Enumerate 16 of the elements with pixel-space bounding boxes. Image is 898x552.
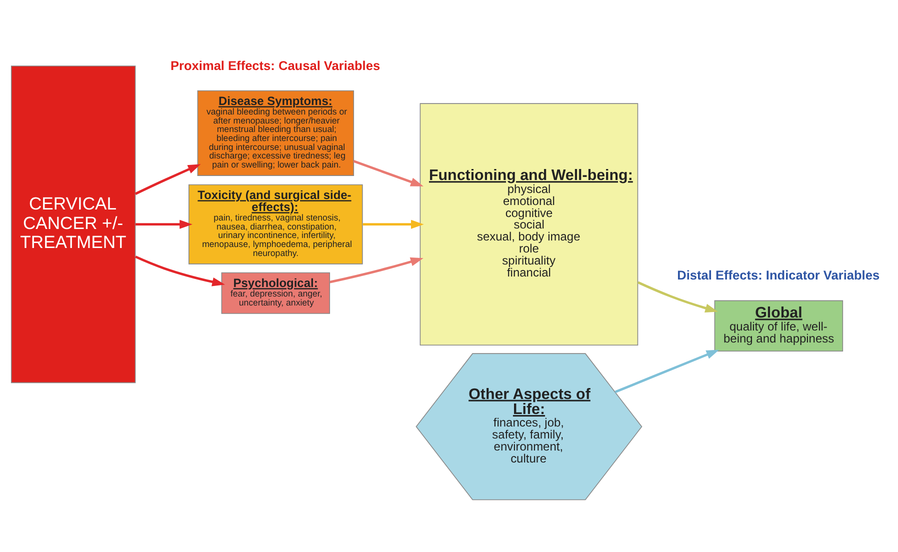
arrow — [135, 219, 192, 228]
node-box: CERVICAL CANCER +/- TREATMENT — [10, 65, 136, 383]
arrow — [134, 164, 201, 194]
arrow — [362, 219, 424, 228]
node-box: Functioning and Well-being: physical emotional cognitive social sexual, body image role spirituality financial — [420, 102, 638, 345]
node-box: Toxicity (and surgical side-effects): pain, tiredness, vaginal stenosis, nausea, diarrhea, constipation, urinary incontinence, infertility, menopause, lymphoedema, peripheral neuropathy. — [188, 184, 363, 264]
arrow — [330, 256, 424, 283]
node-box: Psychological: fear, depression, anger, uncertainty, anxiety — [221, 272, 330, 314]
node-box: Global quality of life, well-being and happiness — [714, 300, 844, 351]
arrow — [353, 160, 424, 186]
label: Distal Effects: Indicator Variables — [677, 266, 880, 282]
arrow — [614, 349, 720, 393]
node-box: Disease Symptoms: vaginal bleeding between periods or after menopause; longer/heavier menstrual bleeding than usual; bleeding after intercourse; pain during intercourse; unusual vaginal discharge; excessive tiredness; leg pain or swelling; lower back pain. — [197, 90, 354, 176]
label: Proximal Effects: Causal Variables — [170, 57, 380, 72]
arrow — [135, 255, 226, 286]
arrow — [638, 280, 718, 312]
